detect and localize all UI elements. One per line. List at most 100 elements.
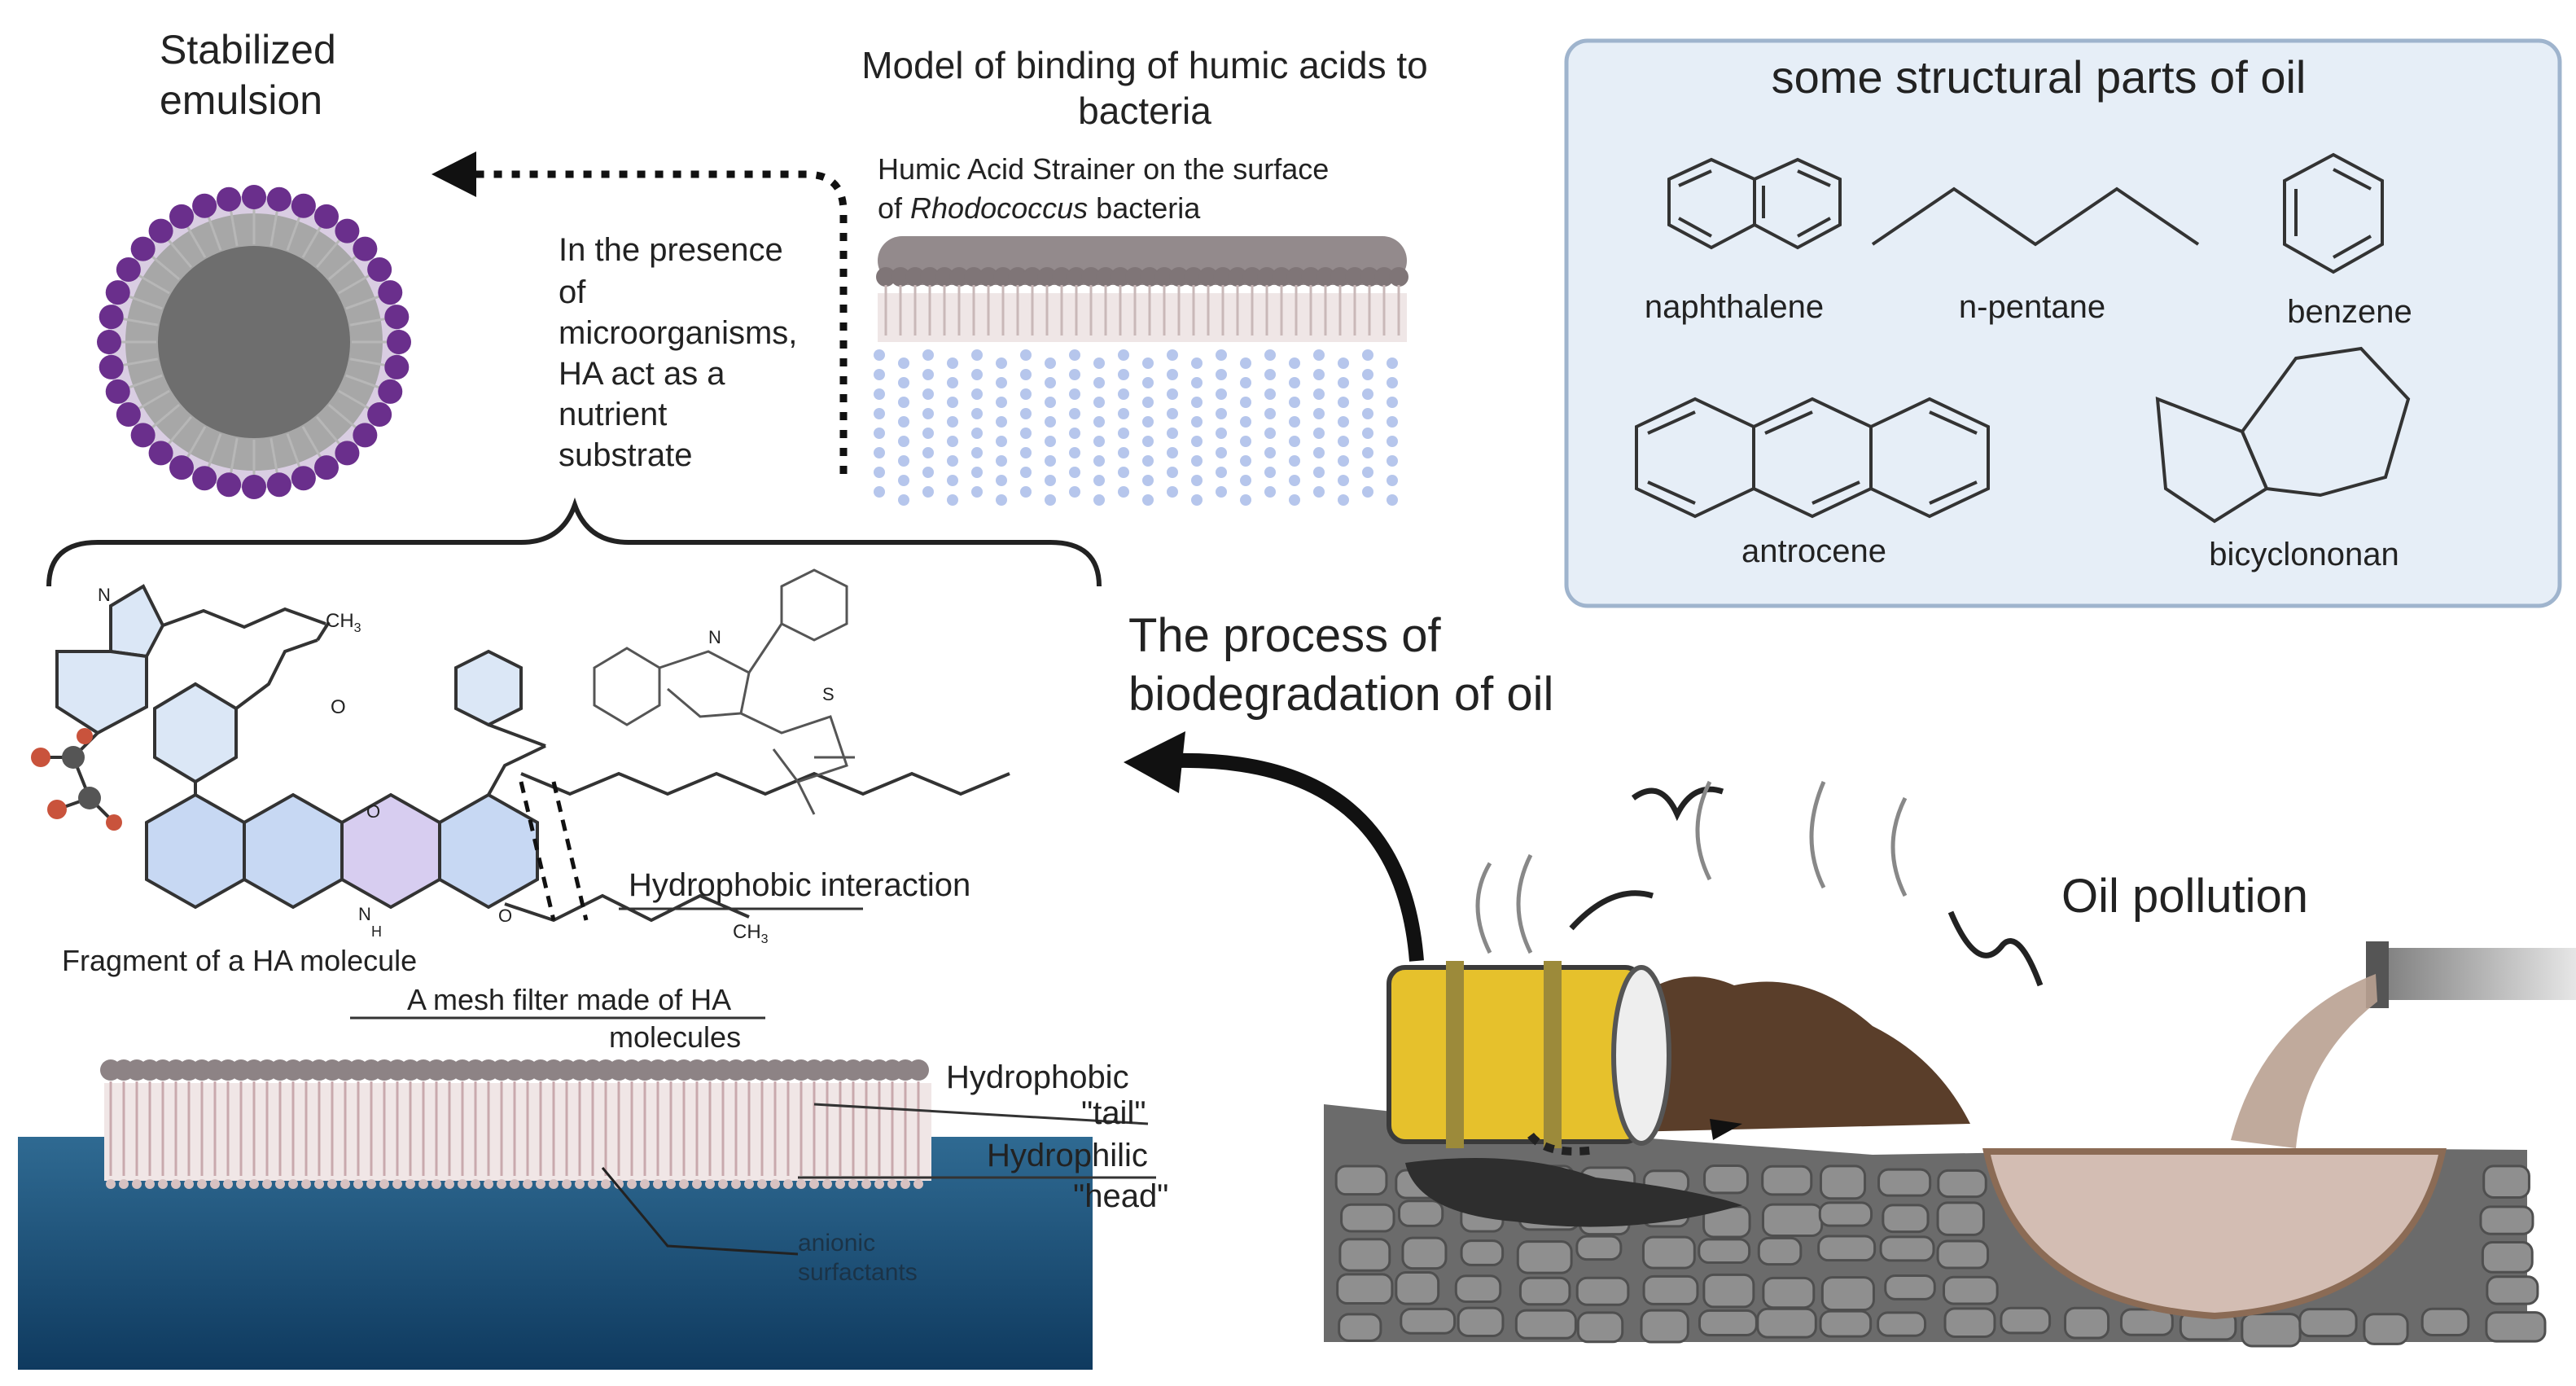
surfactant-head-bead <box>169 455 194 480</box>
hydrophobic-interaction-lines <box>519 781 589 921</box>
presence-line3: microorganisms, <box>559 315 797 351</box>
svg-text:CH3: CH3 <box>326 610 361 635</box>
panel-box <box>1564 38 2562 608</box>
benzene-structure <box>2283 152 2384 274</box>
surfactant-head-bead <box>387 330 411 354</box>
bird-icon <box>1631 786 1724 822</box>
micelle-core <box>158 246 350 438</box>
svg-text:O: O <box>366 801 380 822</box>
fumes <box>1475 780 1908 954</box>
label-n-pentane: n-pentane <box>1959 289 2105 325</box>
surfactant-head-bead <box>192 466 217 491</box>
surfactant-head-bead <box>353 236 378 261</box>
surfactant-head-bead <box>291 466 316 491</box>
svg-text:N: N <box>358 904 371 924</box>
strainer-caption: Humic Acid Strainer on the surface of Rh… <box>878 152 1329 225</box>
surfactant-head-bead <box>353 423 378 448</box>
tail-label-line1: Hydrophobic <box>946 1059 1129 1095</box>
anionic-label-line2: surfactants <box>798 1259 918 1286</box>
n-pentane-structure <box>1871 186 2200 247</box>
antrocene-structure <box>1635 397 1990 519</box>
svg-text:S: S <box>822 684 835 704</box>
presence-line6: substrate <box>559 437 693 473</box>
hydrophobic-interaction-label: Hydrophobic interaction <box>629 867 970 903</box>
surfactant-head-bead <box>367 257 392 282</box>
bird-icon <box>1569 890 1654 931</box>
surfactant-head-bead <box>192 193 217 218</box>
polluted-pond <box>1982 1148 2447 1320</box>
svg-text:N: N <box>708 627 721 647</box>
surfactant-head-bead <box>384 305 410 330</box>
surfactant-head-bead <box>314 455 339 480</box>
surfactant-head-bead <box>378 280 403 305</box>
process-label-line2: biodegradation of oil <box>1128 668 1553 721</box>
ha-mesh-filter-bilayer <box>100 1059 931 1189</box>
surfactant-head-bead <box>148 441 173 466</box>
bird-icon <box>1947 910 2044 987</box>
effluent-stream <box>2231 974 2377 1148</box>
structural-parts-panel: some structural parts of oil naphthalene… <box>1564 38 2562 608</box>
svg-text:O: O <box>498 906 512 926</box>
label-antrocene: antrocene <box>1741 533 1886 569</box>
mesh-label-line1: A mesh filter made of HA <box>407 983 731 1016</box>
presence-line1: In the presence <box>559 232 783 268</box>
stabilized-label-line2: emulsion <box>160 77 322 123</box>
oil-spill-heap <box>1628 976 1970 1132</box>
surfactant-head-bead <box>378 379 403 404</box>
bacteria-surface-mesh <box>874 349 1398 506</box>
surfactant-head-bead <box>116 402 141 427</box>
micelle <box>97 185 411 499</box>
surfactant-head-bead <box>314 204 339 229</box>
fragment-label: Fragment of a HA molecule <box>62 944 417 977</box>
presence-line5: nutrient <box>559 397 667 432</box>
svg-text:Model of binding of humic acid: Model of binding of humic acids to <box>861 44 1428 86</box>
svg-text:bacteria: bacteria <box>1078 90 1211 132</box>
bicyclononan-structure <box>2155 346 2411 524</box>
surfactant-head-bead <box>148 218 173 243</box>
surfactant-head-bead <box>242 475 266 499</box>
strainer-caption-line2: of Rhodococcus bacteria <box>878 191 1201 225</box>
surfactant-head-bead <box>384 354 410 379</box>
tail-label-line2: "tail" <box>1081 1095 1146 1131</box>
model-title: Model of binding of humic acids to bacte… <box>861 44 1428 132</box>
surfactant-head-bead <box>97 330 121 354</box>
oil-pollution-label: Oil pollution <box>2061 870 2308 923</box>
surfactant-head-bead <box>130 236 156 261</box>
label-benzene: benzene <box>2287 294 2412 330</box>
dotted-arrow-to-emulsion <box>446 170 848 474</box>
naphthalene-structure <box>1667 157 1842 250</box>
presence-line2: of <box>559 274 586 310</box>
anionic-label-line1: anionic <box>798 1230 875 1257</box>
surfactant-head-bead <box>105 379 130 404</box>
stabilized-emulsion-label: Stabilized emulsion <box>160 27 336 123</box>
oil-puddle <box>1405 1158 1742 1227</box>
tail-leader <box>813 1103 1149 1125</box>
surfactant-head-bead <box>335 441 360 466</box>
surfactant-head-bead <box>242 185 266 209</box>
surfactant-head-bead <box>335 218 360 243</box>
presence-line4: HA act as a <box>559 356 725 392</box>
humic-acid-strainer <box>876 236 1408 342</box>
svg-text:Humic Acid Strainer on the sur: Humic Acid Strainer on the surface <box>878 152 1329 186</box>
anionic-leader <box>601 1167 799 1256</box>
discharge-pipe <box>2376 948 2576 1000</box>
svg-text:O: O <box>331 696 346 718</box>
biodegradation-arrowhead <box>1124 731 1185 793</box>
ha-molecule-atoms <box>31 728 122 831</box>
curly-brace <box>46 497 1102 587</box>
surfactant-head-bead <box>217 186 242 212</box>
label-naphthalene: naphthalene <box>1645 289 1824 325</box>
process-label-line1: The process of <box>1128 609 1442 662</box>
surfactant-head-bead <box>105 280 130 305</box>
panel-title: some structural parts of oil <box>1772 51 2307 103</box>
mesh-label-line2: molecules <box>609 1020 741 1054</box>
surfactant-head-bead <box>99 354 124 379</box>
head-label-line1: Hydrophilic <box>987 1138 1148 1173</box>
dotted-arrowhead <box>432 151 476 197</box>
svg-text:H: H <box>371 923 382 940</box>
ground-stones <box>1334 1165 2547 1348</box>
stabilized-label-line1: Stabilized <box>160 27 336 72</box>
surfactant-head-bead <box>217 472 242 498</box>
surfactant-head-bead <box>266 186 291 212</box>
